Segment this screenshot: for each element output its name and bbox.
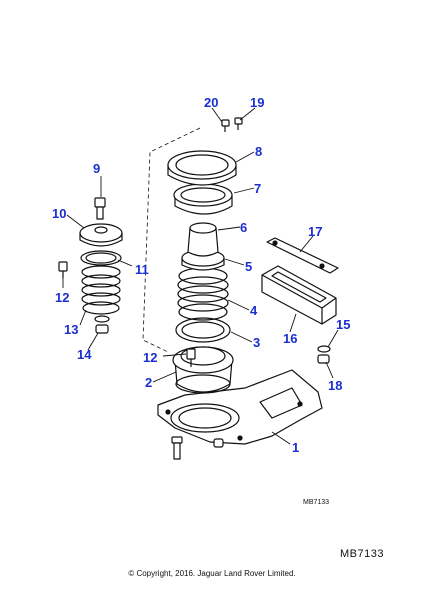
right-washer-and-nut <box>317 345 331 364</box>
small-bolt <box>58 261 68 278</box>
callout-1: 1 <box>292 440 299 455</box>
callout-7: 7 <box>254 181 261 196</box>
callout-5: 5 <box>245 259 252 274</box>
lower-ring <box>175 317 231 343</box>
callout-12-left: 12 <box>55 290 69 305</box>
upper-seat <box>173 183 233 215</box>
callout-14: 14 <box>77 347 92 362</box>
reference-code: MB7133 <box>340 548 384 560</box>
small-spring <box>81 265 121 315</box>
callout-10: 10 <box>52 206 66 221</box>
callout-11: 11 <box>135 262 149 277</box>
small-ring <box>80 250 122 266</box>
callout-16: 16 <box>283 331 297 346</box>
mounting-block <box>261 265 337 325</box>
small-screws <box>221 117 243 132</box>
callout-18: 18 <box>328 378 342 393</box>
mounting-plate <box>157 369 323 445</box>
callout-4: 4 <box>250 303 258 318</box>
alignment-dashed-line <box>142 127 201 353</box>
drawing-code: MB7133 <box>303 499 330 506</box>
callout-17: 17 <box>308 224 322 239</box>
callout-2: 2 <box>145 375 152 390</box>
leader-lines <box>62 107 339 445</box>
main-spring <box>177 267 229 321</box>
small-top-cap <box>79 223 123 247</box>
callout-9: 9 <box>93 161 100 176</box>
bump-stop <box>187 222 219 257</box>
callout-19: 19 <box>250 95 264 110</box>
top-cap <box>167 150 237 186</box>
callout-3: 3 <box>253 335 260 350</box>
callout-13: 13 <box>64 322 78 337</box>
callout-15: 15 <box>336 317 350 332</box>
callout-20: 20 <box>204 95 218 110</box>
callout-12-base: 12 <box>143 350 157 365</box>
copyright-notice: © Copyright, 2016. Jaguar Land Rover Lim… <box>128 569 296 578</box>
callout-6: 6 <box>240 220 247 235</box>
bracket-plate <box>266 237 339 274</box>
callout-8: 8 <box>255 144 262 159</box>
washer-and-nut <box>94 315 110 334</box>
bottom-bolt-and-nut <box>171 436 224 460</box>
base-bolt <box>186 348 196 367</box>
stud-bolt <box>94 197 106 220</box>
